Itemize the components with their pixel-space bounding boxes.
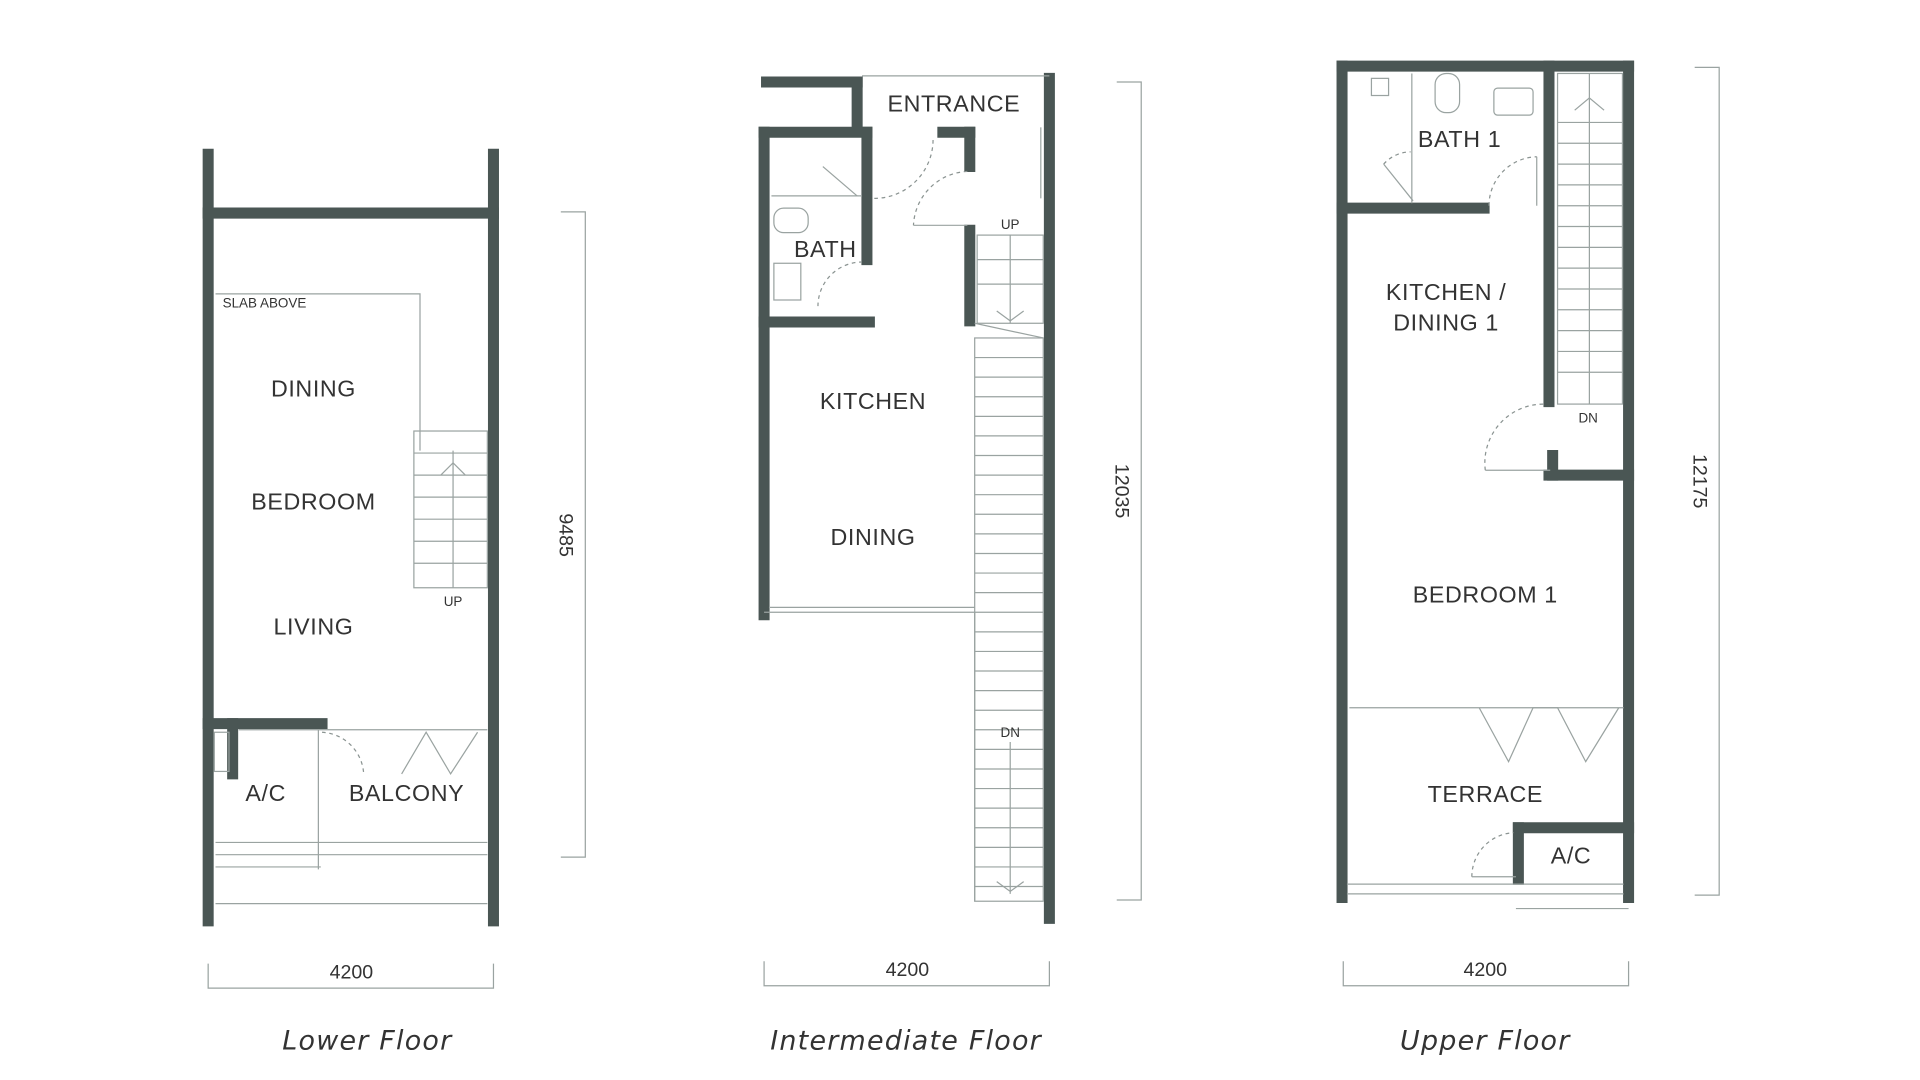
living-label: LIVING bbox=[274, 613, 354, 639]
upper-fixtures bbox=[1346, 72, 1629, 910]
upper-walls bbox=[1336, 60, 1635, 904]
entrance-label: ENTRANCE bbox=[887, 90, 1020, 116]
balcony-label: BALCONY bbox=[349, 780, 464, 806]
length-dimension: 12035 bbox=[1111, 464, 1133, 519]
stair-down-label: DN bbox=[1578, 410, 1597, 425]
bedroom-1-label: BEDROOM 1 bbox=[1413, 581, 1558, 607]
floor-caption: Upper Floor bbox=[1400, 1025, 1571, 1056]
intermediate-fixtures bbox=[764, 75, 1050, 902]
slab-above-label: SLAB ABOVE bbox=[223, 295, 307, 310]
lower-fixtures bbox=[213, 293, 488, 905]
floor-caption: Intermediate Floor bbox=[770, 1025, 1042, 1056]
stair-up-label: UP bbox=[1001, 217, 1020, 232]
bedroom-label: BEDROOM bbox=[251, 488, 375, 514]
lower-walls bbox=[202, 148, 499, 927]
bath-label: BATH bbox=[794, 236, 857, 262]
dining-label: DINING bbox=[271, 376, 356, 402]
terrace-label: TERRACE bbox=[1428, 781, 1543, 807]
kitchen-dining-label-line2: DINING 1 bbox=[1393, 310, 1499, 336]
ac-label: A/C bbox=[1551, 842, 1592, 868]
lower-floor-plan: SLAB ABOVE DINING BEDROOM LIVING UP A/C … bbox=[202, 148, 586, 1056]
stair-down-label: DN bbox=[1000, 725, 1019, 740]
intermediate-floor-plan: ENTRANCE BATH KITCHEN DINING UP DN 12035… bbox=[758, 72, 1142, 1056]
width-dimension: 4200 bbox=[1464, 959, 1508, 981]
bath-1-label: BATH 1 bbox=[1418, 126, 1501, 152]
length-dimension-line bbox=[1116, 81, 1142, 901]
stair-up-label: UP bbox=[444, 594, 463, 609]
length-dimension: 12175 bbox=[1688, 454, 1710, 509]
length-dimension-line bbox=[560, 211, 586, 858]
length-dimension-line bbox=[1694, 66, 1720, 896]
width-dimension-line bbox=[1342, 961, 1630, 987]
length-dimension: 9485 bbox=[555, 513, 577, 557]
kitchen-dining-label-line1: KITCHEN / bbox=[1386, 279, 1506, 305]
stair-treads bbox=[1557, 121, 1623, 373]
intermediate-walls bbox=[758, 72, 1055, 924]
width-dimension: 4200 bbox=[886, 959, 930, 981]
width-dimension-line bbox=[207, 963, 495, 989]
width-dimension-line bbox=[763, 961, 1050, 987]
dining-label: DINING bbox=[831, 524, 916, 550]
stair-treads bbox=[974, 356, 1044, 888]
floor-caption: Lower Floor bbox=[282, 1025, 453, 1056]
width-dimension: 4200 bbox=[330, 961, 374, 983]
ac-label: A/C bbox=[245, 780, 286, 806]
kitchen-label: KITCHEN bbox=[820, 388, 926, 414]
upper-floor-plan: BATH 1 KITCHEN / DINING 1 BEDROOM 1 TERR… bbox=[1336, 60, 1720, 1056]
